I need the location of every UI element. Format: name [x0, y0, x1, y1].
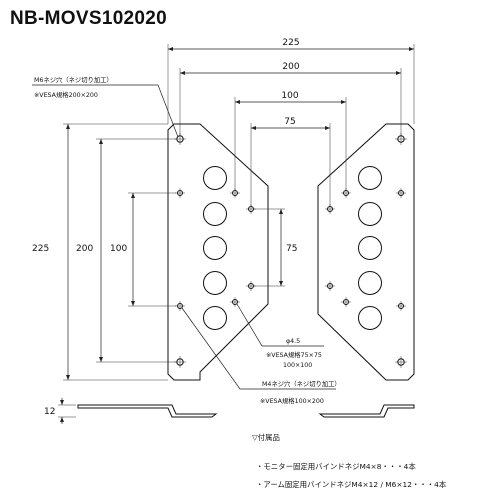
dim-225-top: 225: [282, 38, 299, 48]
dim-200-top: 200: [282, 62, 299, 72]
side-profile-view: [58, 398, 415, 424]
left-dimension-lines: [63, 123, 176, 381]
dim-100-left: 100: [110, 244, 127, 254]
diameter-vesa-note-2: 100×100: [283, 362, 312, 369]
top-dimension-lines: [167, 44, 415, 206]
dim-200-left: 200: [76, 244, 93, 254]
m6-callout-leader: [32, 84, 179, 138]
m6-thread-label: M6ネジ穴（ネジ切り加工）: [34, 75, 113, 84]
right-plate-holes: [358, 166, 382, 330]
m6-vesa-note: ※VESA規格200×200: [34, 90, 98, 99]
dim-75-top: 75: [284, 117, 295, 127]
m4-thread-label: M4ネジ穴（ネジ切り加工）: [262, 379, 341, 388]
dia-callout-leader: [236, 303, 324, 347]
m4-callout-leader: [181, 307, 336, 390]
diameter-vesa-note: ※VESA規格75×75: [266, 350, 322, 359]
dim-225-left: 225: [32, 244, 49, 254]
accessory-item-1: ・モニター固定用バインドネジM4×8・・・4本: [256, 462, 416, 471]
dim-75-mid: 75: [286, 244, 297, 254]
m4-vesa-note: ※VESA規格100×200: [260, 396, 324, 405]
left-plate-holes: [203, 166, 227, 330]
product-title: NB-MOVS102020: [10, 8, 167, 29]
accessories-heading: ▽付属品: [252, 433, 280, 442]
dim-100-top: 100: [281, 91, 298, 101]
dim-12-thickness: 12: [44, 407, 55, 417]
mid-dimension-line: [254, 208, 285, 287]
accessory-item-2: ・アーム固定用バインドネジM4×12 / M6×12・・・4本: [256, 480, 447, 489]
diameter-label: φ4.5: [286, 338, 300, 345]
hole-center-marks: [174, 133, 407, 368]
